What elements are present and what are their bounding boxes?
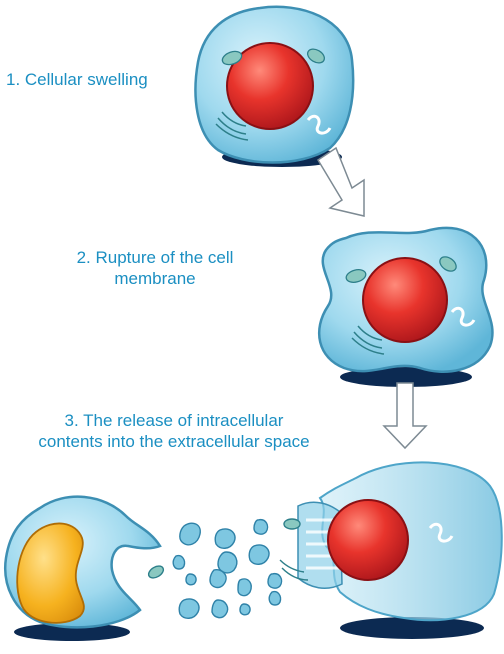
down-arrow xyxy=(382,382,428,450)
mitochondrion-icon xyxy=(306,48,326,64)
ruptured-cell xyxy=(317,226,494,387)
step-3-line-2: contents into the extracellular space xyxy=(38,432,310,451)
endoplasmic-reticulum-icon xyxy=(215,111,249,141)
mitochondrion-icon xyxy=(221,50,243,66)
cell-shadow xyxy=(14,623,130,641)
cell-debris xyxy=(147,518,309,619)
cell-shadow xyxy=(340,617,484,639)
step-3-line-1: 3. The release of intracellular xyxy=(64,411,284,430)
mitochondrion-icon xyxy=(439,256,457,272)
step-1-line-1: 1. Cellular swelling xyxy=(6,70,148,89)
endoplasmic-reticulum-icon xyxy=(351,325,385,355)
step-3-label: 3. The release of intracellular contents… xyxy=(6,410,342,452)
down-arrow xyxy=(316,146,365,217)
phagocyte xyxy=(4,495,162,641)
step-1-label: 1. Cellular swelling xyxy=(6,69,148,90)
mitochondrion-icon xyxy=(345,269,367,283)
lysed-cell xyxy=(297,461,503,639)
step-2-label: 2. Rupture of the cell membrane xyxy=(40,247,270,289)
golgi-icon xyxy=(428,522,454,543)
nucleus xyxy=(362,257,448,343)
step-2-line-1: 2. Rupture of the cell xyxy=(76,248,234,267)
golgi-icon xyxy=(306,114,332,135)
phagocyte-nucleus xyxy=(16,522,85,624)
membrane-stripes xyxy=(306,518,342,570)
golgi-icon xyxy=(450,306,476,327)
nucleus xyxy=(327,499,409,581)
step-2-line-2: membrane xyxy=(114,269,196,288)
nucleus xyxy=(226,42,314,130)
swollen-cell xyxy=(194,5,355,167)
